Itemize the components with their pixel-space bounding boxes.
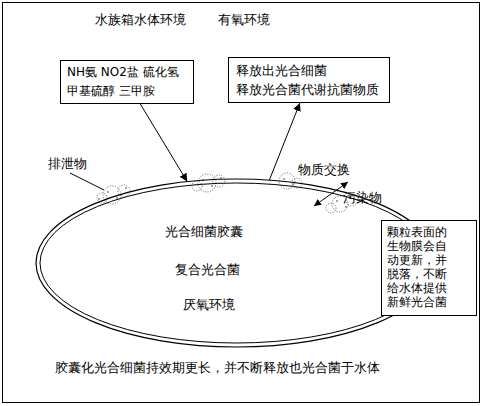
capsule-text: 复合光合菌 (175, 262, 240, 278)
callout-text: 颗粒表面的生物膜会自动更新，并脱落，不断给水体提供新鲜光合菌 (387, 225, 453, 309)
box-text: NH氨 NO2盐 硫化氢 甲基硫醇 三甲胺 (67, 63, 189, 101)
annotation-label: 污染物 (343, 190, 382, 206)
bacteria-dots (98, 177, 355, 208)
flow-arrow (269, 103, 300, 180)
flow-arrow (140, 104, 187, 182)
exchange-arrow (314, 182, 348, 206)
pollutant-box: NH氨 NO2盐 硫化氢 甲基硫醇 三甲胺 (60, 60, 194, 104)
release-box: 释放出光合细菌 释放光合菌代谢抗菌物质 (228, 57, 390, 103)
callout-box: 颗粒表面的生物膜会自动更新，并脱落，不断给水体提供新鲜光合菌 (381, 220, 477, 316)
capsule-text: 厌氧环境 (183, 297, 235, 313)
diagram-caption: 胶囊化光合细菌持效期更长，并不断释放也光合菌于水体 (55, 360, 380, 376)
box-text: 释放出光合细菌 释放光合菌代谢抗菌物质 (236, 61, 383, 99)
frame-border (3, 3, 480, 403)
environment-label: 有氧环境 (218, 12, 270, 28)
leader-line (70, 173, 104, 190)
capsule-text: 光合细菌胶囊 (165, 224, 243, 240)
outer-ellipse (36, 179, 437, 347)
inner-ellipse (40, 183, 433, 343)
annotation-label: 物质交换 (298, 162, 350, 178)
annotation-label: 排泄物 (48, 156, 87, 172)
diagram-title: 水族箱水体环境 (95, 12, 186, 28)
